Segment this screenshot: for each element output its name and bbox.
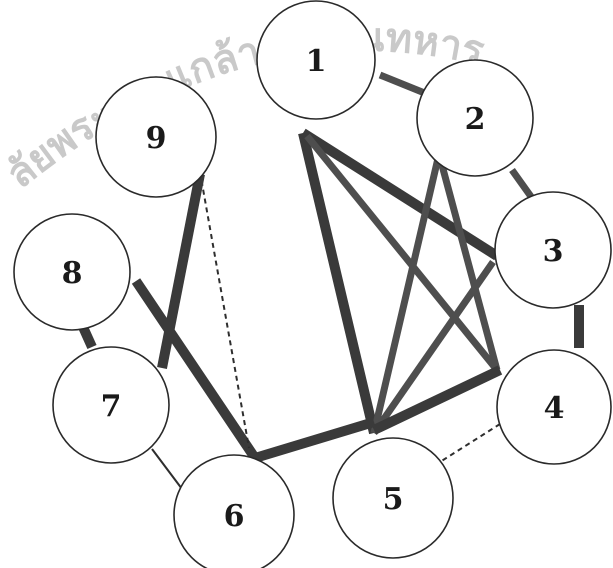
node-label-4: 4 (544, 391, 565, 426)
edge-2-3 (509, 167, 535, 201)
node-2: 2 (416, 59, 534, 177)
node-circle-5 (332, 437, 454, 559)
node-5: 5 (332, 437, 454, 559)
node-label-1: 1 (306, 44, 327, 79)
node-label-3: 3 (543, 234, 564, 269)
node-circle-6 (173, 454, 295, 568)
watermark-text: ลัยพระจอมเกล้าเจ้าคุณทหาร (0, 15, 489, 198)
node-circle-4 (496, 349, 612, 465)
node-circle-1 (256, 0, 376, 120)
node-7: 7 (52, 346, 170, 464)
node-label-6: 6 (224, 499, 245, 534)
node-circle-2 (416, 59, 534, 177)
node-6: 6 (173, 454, 295, 568)
edge-1-5 (298, 131, 379, 435)
node-circle-9 (95, 76, 217, 198)
node-8: 8 (13, 213, 131, 331)
node-label-2: 2 (465, 102, 486, 137)
node-label-7: 7 (101, 389, 122, 424)
edge-1-4 (304, 133, 500, 373)
node-9: 9 (95, 76, 217, 198)
nodes: 1 2 3 4 5 6 7 8 9 (13, 0, 612, 568)
edge-7-9 (157, 173, 205, 369)
node-circle-3 (494, 191, 612, 309)
edge-2-5 (370, 153, 443, 434)
node-1: 1 (256, 0, 376, 120)
edge-4-5 (439, 423, 501, 463)
node-3: 3 (494, 191, 612, 309)
edge-6-8 (131, 278, 260, 461)
node-label-8: 8 (62, 256, 83, 291)
node-circle-7 (52, 346, 170, 464)
node-label-9: 9 (146, 121, 167, 156)
edge-3-5 (371, 260, 496, 435)
edges (78, 71, 584, 490)
edge-2-4 (435, 153, 501, 371)
node-circle-8 (13, 213, 131, 331)
edge-6-7 (151, 448, 183, 490)
node-4: 4 (496, 349, 612, 465)
edge-4-5 (371, 365, 503, 435)
university-seal-watermark: ลัยพระจอมเกล้าเจ้าคุณทหาร (0, 15, 489, 198)
edge-6-9 (199, 171, 250, 449)
node-label-5: 5 (383, 482, 404, 517)
edge-1-3 (300, 128, 500, 261)
edge-7-8 (78, 324, 97, 350)
edge-4-6 (253, 417, 376, 463)
